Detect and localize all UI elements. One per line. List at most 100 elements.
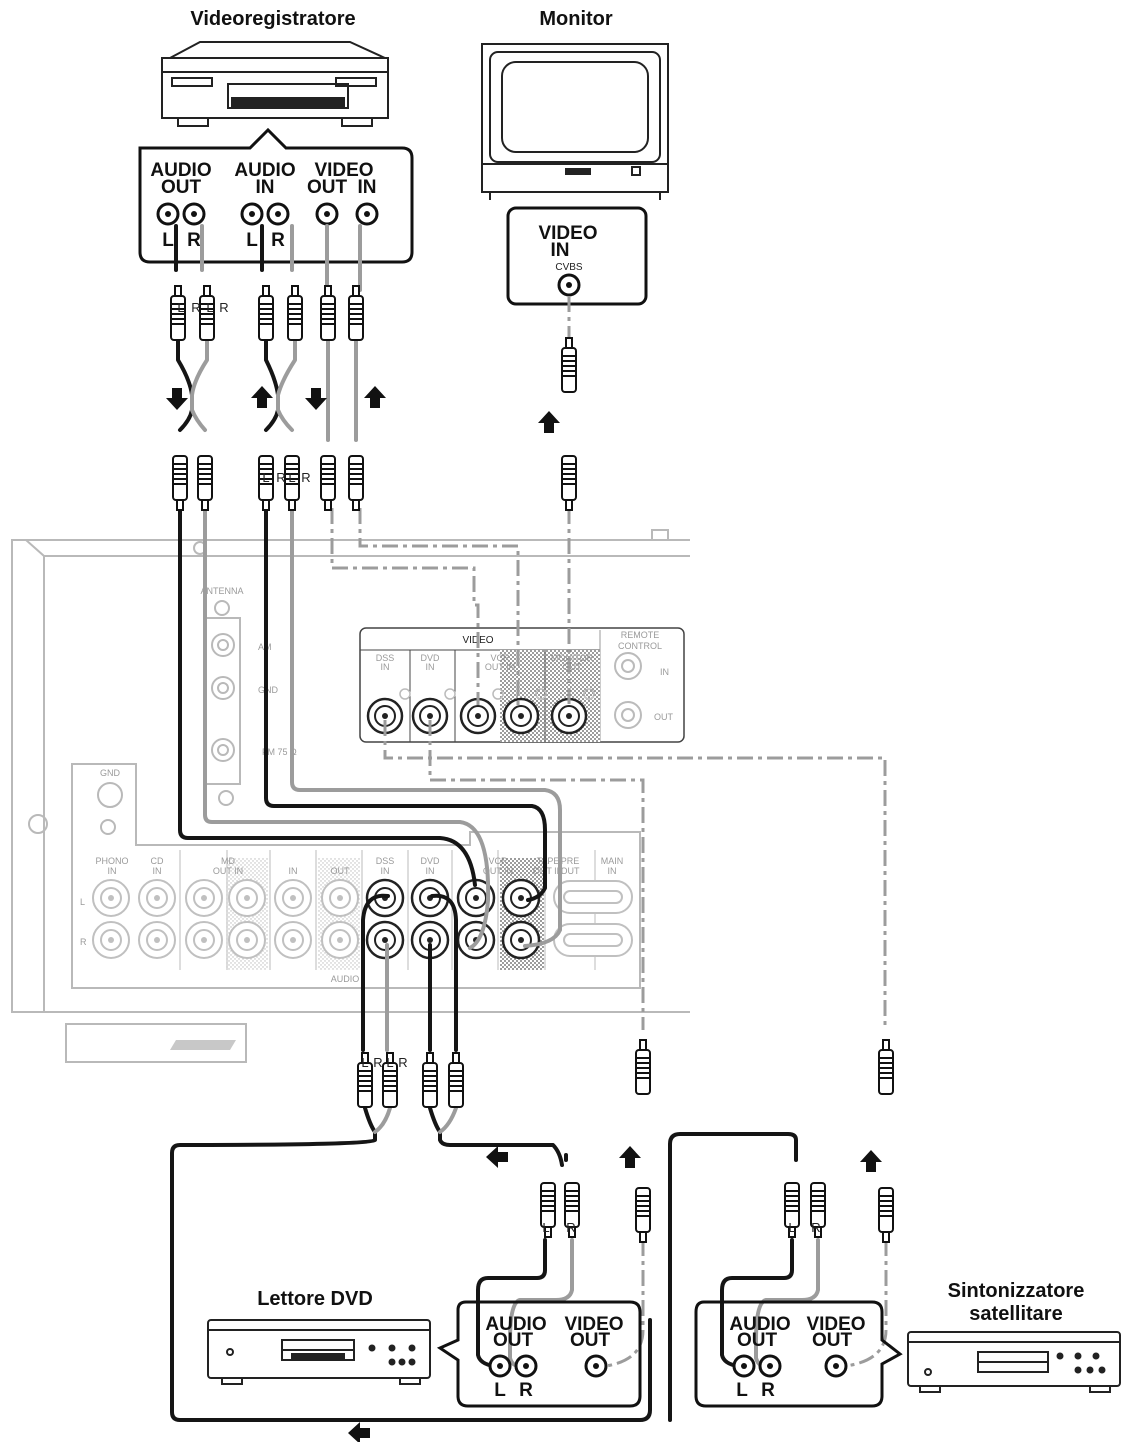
- up-arrow-icon: [860, 1150, 882, 1172]
- remote-out-label: OUT: [654, 712, 674, 722]
- video-jack-label: MONITOR: [551, 653, 594, 663]
- vcr-video-in-cable: [358, 508, 520, 705]
- audio-column-label: VCR: [488, 856, 508, 866]
- audio-column-sublabel: OUT IN: [483, 866, 513, 876]
- audio-column-sublabel: OUT: [561, 866, 581, 876]
- rca-plug: [258, 285, 274, 341]
- sat-audio-label1: AUDIO: [729, 1314, 790, 1335]
- audio-column-sublabel: IN: [426, 866, 435, 876]
- dvd-r-label: R: [519, 1380, 533, 1401]
- antenna-label: ANTENNA: [200, 586, 243, 596]
- dvd-video-cable: [428, 720, 645, 1030]
- dvd-video-label1: VIDEO: [564, 1314, 623, 1335]
- receiver-chassis: ANTENNA AM GND FM 75 Ω GND L R AUDIO PHO…: [11, 529, 690, 1063]
- plug-labels: L R L R L R L R L R L R L R L R: [177, 300, 820, 1235]
- audio-column-sublabel: OUT: [331, 866, 351, 876]
- video-jack-sublabel: OUT IN: [485, 662, 515, 672]
- video-jack-sublabel: IN: [426, 662, 435, 672]
- audio-row-r-label: R: [80, 937, 87, 947]
- plug-label-l: L: [206, 300, 213, 315]
- dvd-audio-label1: AUDIO: [485, 1314, 546, 1335]
- sat-r-label: R: [761, 1380, 775, 1401]
- up-arrow-icon: [538, 411, 560, 433]
- plug-label-r: R: [301, 470, 310, 485]
- rca-plug: [878, 1187, 894, 1243]
- remote-control-label1: REMOTE: [621, 630, 660, 640]
- plug-label-l: L: [386, 1055, 393, 1070]
- audio-column-label: CD: [151, 856, 164, 866]
- dvd-video-cable-bottom: [605, 1240, 645, 1368]
- rca-plug: [784, 1182, 800, 1238]
- vcr-device: [161, 41, 389, 127]
- plug-label-r: R: [566, 1220, 575, 1235]
- dvd-rear-panel: AUDIO OUT VIDEO OUT L R: [436, 1300, 642, 1408]
- vcr-audio-out-label1: AUDIO: [150, 160, 211, 181]
- rca-plug: [284, 455, 300, 511]
- vcr-audio-in-l-cable: [264, 498, 547, 902]
- rca-plug: [878, 1039, 894, 1095]
- rca-plug: [422, 1052, 438, 1108]
- plug-label-l: L: [177, 300, 184, 315]
- audio-column-label: TAPE: [537, 856, 560, 866]
- dvd-audio-label2: OUT: [493, 1330, 534, 1351]
- audio-row-l-label: L: [80, 897, 85, 907]
- rca-plug: [170, 285, 186, 341]
- dss-audio-l-cable: [361, 893, 390, 1052]
- monitor-title: Monitor: [539, 8, 613, 30]
- vcr-rear-panel: AUDIO OUT AUDIO IN VIDEO OUT IN L R L R: [138, 127, 414, 264]
- audio-column-label: DVD: [420, 856, 440, 866]
- rca-plug: [357, 1052, 373, 1108]
- audio-column-label: PRE: [561, 856, 580, 866]
- plug-label-l: L: [288, 470, 295, 485]
- fm-label: FM 75 Ω: [262, 747, 297, 757]
- dvd-player-title: Lettore DVD: [257, 1288, 373, 1310]
- rca-plug: [635, 1187, 651, 1243]
- satellite-title-line2: satellitare: [969, 1303, 1062, 1325]
- audio-group-label: AUDIO: [331, 974, 360, 984]
- vcr-video-out-label: OUT: [307, 177, 348, 198]
- remote-control-label2: CONTROL: [618, 641, 662, 651]
- plug-label-r: R: [811, 1220, 820, 1235]
- rca-plug: [258, 455, 274, 511]
- monitor-device: [481, 43, 669, 200]
- audio-column-sublabel: IN: [108, 866, 117, 876]
- vcr-audio-out-r-cable: [203, 498, 491, 950]
- plug-label-l: L: [262, 470, 269, 485]
- vcr-video-label: VIDEO: [314, 160, 373, 181]
- sat-video-label2: OUT: [812, 1330, 853, 1351]
- plug-label-l: L: [361, 1055, 368, 1070]
- plug-label-r: R: [276, 470, 285, 485]
- rca-plug: [540, 1182, 556, 1238]
- rca-plug: [448, 1052, 464, 1108]
- video-jack-sublabel: OUT: [563, 662, 583, 672]
- plug-label-r: R: [191, 300, 200, 315]
- left-arrow-icon: [348, 1422, 370, 1444]
- audio-column-sublabel: IN: [289, 866, 298, 876]
- vcr-audio-in-r-label: R: [271, 230, 285, 251]
- rca-plug: [172, 455, 188, 511]
- antenna-gnd-label: GND: [258, 685, 279, 695]
- rca-plug: [635, 1039, 651, 1095]
- rca-plug: [197, 455, 213, 511]
- rca-plug: [810, 1182, 826, 1238]
- down-arrow-icon: [305, 388, 327, 410]
- video-jack-label: VCR: [490, 653, 510, 663]
- plug-label-r: R: [373, 1055, 382, 1070]
- vcr-audio-in-l-label: L: [246, 230, 258, 251]
- video-jack-label: DVD: [420, 653, 440, 663]
- vcr-audio-in-label1: AUDIO: [234, 160, 295, 181]
- audio-column-label: DSS: [376, 856, 395, 866]
- audio-column-label: PHONO: [95, 856, 128, 866]
- vcr-audio-in-label2: IN: [256, 177, 275, 198]
- sat-video-label1: VIDEO: [806, 1314, 865, 1335]
- vcr-title: Videoregistratore: [190, 8, 355, 30]
- audio-column-sublabel: IN: [381, 866, 390, 876]
- satellite-rear-panel: AUDIO OUT VIDEO OUT L R: [694, 1300, 903, 1408]
- sat-l-label: L: [736, 1380, 748, 1401]
- audio-column-sublabel: IN: [608, 866, 617, 876]
- video-jack-label: DSS: [376, 653, 395, 663]
- audio-column-label: MD: [221, 856, 235, 866]
